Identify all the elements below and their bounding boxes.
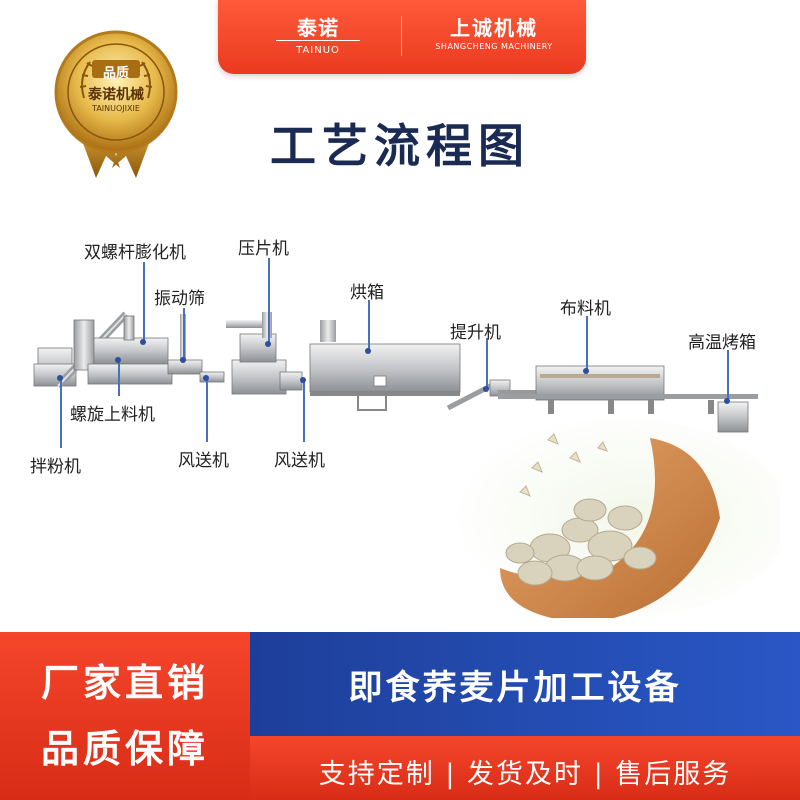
label-air-conveyor-2: 风送机	[274, 451, 325, 471]
leader-dot-press	[265, 341, 271, 347]
label-air-conveyor-1: 风送机	[178, 451, 229, 471]
brand-shangcheng-en: SHANGCHENG MACHINERY	[435, 42, 553, 51]
label-high-temp-oven: 高温烤箱	[688, 333, 756, 353]
page-title: 工艺流程图	[270, 119, 530, 173]
brand-shangcheng-cn: 上诚机械	[450, 16, 538, 40]
banner-factory-direct: 厂家直销	[40, 661, 209, 705]
brand-tainuo-cn: 泰诺	[297, 16, 339, 40]
leader-air1	[206, 378, 208, 442]
label-elevator: 提升机	[450, 323, 501, 343]
leader-screw	[118, 360, 120, 396]
leader-dot-sieve	[180, 357, 186, 363]
leader-dot-oven	[365, 348, 371, 354]
leader-mixer	[60, 378, 62, 448]
leader-dot-screw	[115, 357, 121, 363]
seal-middle-text: 泰诺机械	[88, 87, 144, 103]
banner-services-red	[250, 736, 800, 800]
leader-high-oven	[727, 350, 729, 402]
leader-dot-mixer	[57, 375, 63, 381]
banner-quality-guarantee: 品质保障	[40, 727, 209, 771]
label-tablet-press: 压片机	[238, 239, 289, 259]
production-line-illustration	[33, 311, 758, 433]
seal-bottom-text: TAINUOJIXIE	[92, 104, 140, 113]
label-oven: 烘箱	[350, 283, 384, 303]
quality-seal-icon	[54, 30, 178, 178]
leader-elevator	[486, 338, 488, 390]
leader-dot-distributor	[583, 368, 589, 374]
label-screw-feeder: 螺旋上料机	[70, 405, 155, 425]
label-vibrating-sieve: 振动筛	[154, 289, 205, 309]
leader-dot-elevator	[483, 386, 489, 392]
leader-distributor	[586, 316, 588, 372]
seal-top-text: 品质	[102, 66, 129, 81]
brand-divider	[401, 16, 402, 56]
brand-tainuo-en: TAINUO	[296, 45, 340, 56]
buckwheat-flakes-photo	[450, 418, 780, 623]
label-powder-mixer: 拌粉机	[30, 457, 81, 477]
leader-air2	[303, 380, 305, 442]
label-twin-screw-extruder: 双螺杆膨化机	[84, 243, 186, 263]
leader-dot-air1	[203, 375, 209, 381]
leader-press	[268, 258, 270, 344]
leader-oven	[368, 300, 370, 350]
leader-dot-high-oven	[724, 398, 730, 404]
label-distributor: 布料机	[560, 299, 611, 319]
banner-product-name: 即食荞麦片加工设备	[348, 668, 682, 708]
banner-left-red	[0, 632, 250, 800]
banner-services-text: 支持定制 | 发货及时 | 售后服务	[318, 759, 732, 790]
leader-dot-air2	[300, 377, 306, 383]
leader-extruder	[143, 262, 145, 342]
leader-dot-extruder	[140, 339, 146, 345]
leader-sieve	[183, 308, 185, 360]
brand-underline	[276, 40, 360, 41]
banner-product-blue	[250, 632, 800, 736]
brand-header: 泰诺 TAINUO 上诚机械 SHANGCHENG MACHINERY	[218, 0, 586, 74]
